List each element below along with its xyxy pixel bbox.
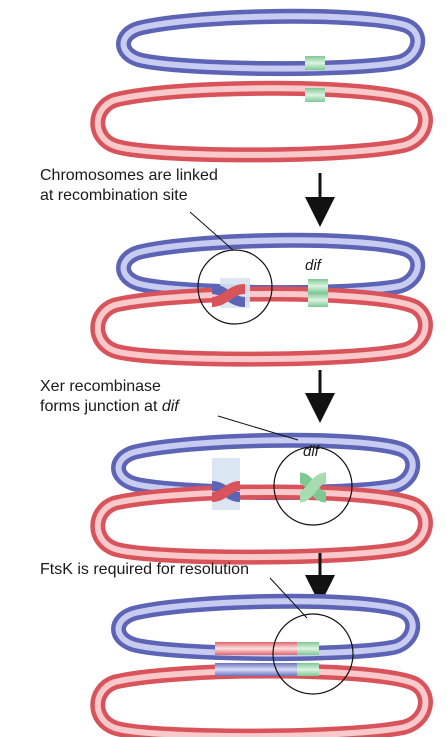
red-chromosome — [90, 286, 433, 367]
caption-ftsk-resolution: FtsK is required for resolution — [40, 560, 249, 580]
caption-text: forms junction at — [40, 398, 162, 415]
red-chromosome — [90, 80, 433, 163]
exchanged-blue-segment — [215, 663, 297, 676]
callout-leader — [217, 415, 299, 441]
caption-line: Chromosomes are linked — [40, 167, 218, 184]
caption-chromosomes-linked: Chromosomes are linked at recombination … — [40, 166, 218, 206]
stage-3-xer-junction: dif — [90, 415, 433, 565]
dif-site-blue — [297, 642, 319, 655]
dif-junction-strand-b — [298, 472, 328, 503]
dif-site-blue — [305, 56, 325, 70]
focus-circle — [272, 613, 354, 695]
caption-xer-recombinase: Xer recombinase forms junction at dif — [40, 377, 179, 417]
caption-line: at recombination site — [40, 187, 188, 204]
focus-circle — [197, 249, 273, 325]
dif-site-red — [297, 663, 319, 676]
crossover-red-strand — [211, 481, 241, 502]
caption-line: FtsK is required for resolution — [40, 561, 249, 578]
caption-line: Xer recombinase — [40, 378, 161, 395]
crossover-red-strand — [211, 284, 246, 307]
exchanged-red-segment — [215, 642, 297, 655]
callout-leader — [269, 577, 308, 619]
dif-site-red — [308, 293, 328, 307]
dif-label: dif — [305, 257, 323, 274]
stage-4-resolution — [90, 577, 433, 737]
dif-term: dif — [161, 398, 179, 415]
dif-label: dif — [303, 443, 321, 460]
dif-site-red — [305, 88, 325, 102]
red-chromosome — [90, 484, 433, 565]
dif-site-blue — [308, 279, 328, 293]
caption-line: forms junction at dif — [40, 397, 179, 417]
callout-leader — [189, 211, 234, 251]
stage-2-linked-chromosomes: dif — [90, 211, 433, 367]
stage-1-chromosomes — [90, 8, 433, 163]
focus-circle — [273, 446, 353, 526]
red-chromosome — [90, 663, 433, 737]
